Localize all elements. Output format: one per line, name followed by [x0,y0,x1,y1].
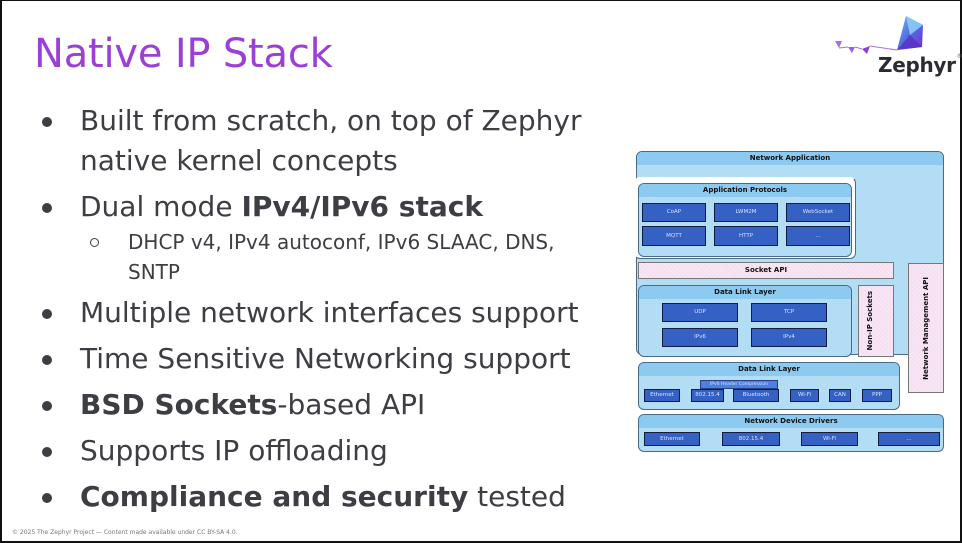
network-application-label: Network Application [637,152,943,165]
bullet-text: Supports IP offloading [80,434,388,467]
link-chip: Ethernet [644,389,680,402]
non-ip-sockets-box: Non-IP Sockets [858,285,894,357]
link-chip: CAN [829,389,851,402]
copyright-footer: © 2025 The Zephyr Project — Content made… [12,529,238,536]
bullet-dot-icon [42,117,52,127]
bullet-dot-icon [42,355,52,365]
transport-chip: IPv4 [751,328,827,347]
bullet-dot-icon [42,493,52,503]
logo-wordmark: Zephyr® [878,53,962,77]
bullet-dot-icon [42,447,52,457]
bullet-dot-icon [42,309,52,319]
bullet-item: Supports IP offloading [38,431,598,471]
bullet-text-bold: Compliance and security [80,480,469,513]
bullet-text: Multiple network interfaces support [80,296,579,329]
bullet-item: Built from scratch, on top of Zephyr nat… [38,101,598,181]
bullet-item: BSD Sockets-based API [38,385,598,425]
bullet-text: Built from scratch, on top of Zephyr nat… [80,104,582,177]
bullet-dot-icon [42,401,52,411]
bullet-text-bold: BSD Sockets [80,388,278,421]
bullet-text-bold: IPv4/IPv6 stack [241,190,483,223]
transport-layer-label: Data Link Layer [639,286,851,299]
non-ip-sockets-label: Non-IP Sockets [866,291,874,351]
kite-icon [835,16,923,54]
bullet-dot-icon [42,203,52,213]
link-chip: Bluetooth [733,389,779,402]
hollow-bullet-icon [90,238,99,247]
transport-chip: IPv6 [662,328,738,347]
bullet-list: Built from scratch, on top of Zephyr nat… [38,101,598,523]
network-stack-diagram: Network Application Application Protocol… [634,151,946,453]
driver-chip: 802.15.4 [722,432,780,446]
link-chip: Wi-Fi [790,389,819,402]
link-chip: PPP [862,389,892,402]
bullet-text: tested [468,480,566,513]
transport-chip: UDP [662,303,738,322]
slide-title: Native IP Stack [34,31,333,77]
network-management-api-label: Network Management API [922,276,930,380]
protocol-chip: WebSocket [786,203,850,222]
bullet-text: Dual mode [80,190,242,223]
driver-chip: Wi-Fi [801,432,858,446]
link-chip: 802.15.4 [691,389,724,402]
driver-chip: Ethernet [644,432,700,446]
protocol-chip: ... [786,226,850,246]
socket-api-box: Socket API [638,262,894,279]
bullet-text: Time Sensitive Networking support [80,342,571,375]
data-link-layer-box: Data Link Layer [638,362,900,410]
driver-chip: ... [878,432,940,446]
network-device-drivers-label: Network Device Drivers [639,415,943,428]
protocol-chip: MQTT [642,226,706,246]
sub-bullet-text: DHCP v4, IPv4 autoconf, IPv6 SLAAC, DNS,… [128,230,555,284]
data-link-layer-label: Data Link Layer [639,363,899,376]
sub-bullet-item: DHCP v4, IPv4 autoconf, IPv6 SLAAC, DNS,… [38,227,598,287]
bullet-item: Compliance and security tested [38,477,598,517]
bullet-item: Time Sensitive Networking support [38,339,598,379]
transport-chip: TCP [751,303,827,322]
bullet-text: -based API [277,388,426,421]
application-protocols-label: Application Protocols [639,184,851,197]
bullet-item: Multiple network interfaces support [38,293,598,333]
protocol-chip: LWM2M [714,203,778,222]
network-management-api-box: Network Management API [908,263,944,393]
protocol-chip: CoAP [642,203,706,222]
bullet-item: Dual mode IPv4/IPv6 stack [38,187,598,227]
zephyr-logo: Zephyr® [830,13,962,83]
ipv6-header-compression-chip: IPv6 Header Compression [700,380,778,389]
protocol-chip: HTTP [714,226,778,246]
